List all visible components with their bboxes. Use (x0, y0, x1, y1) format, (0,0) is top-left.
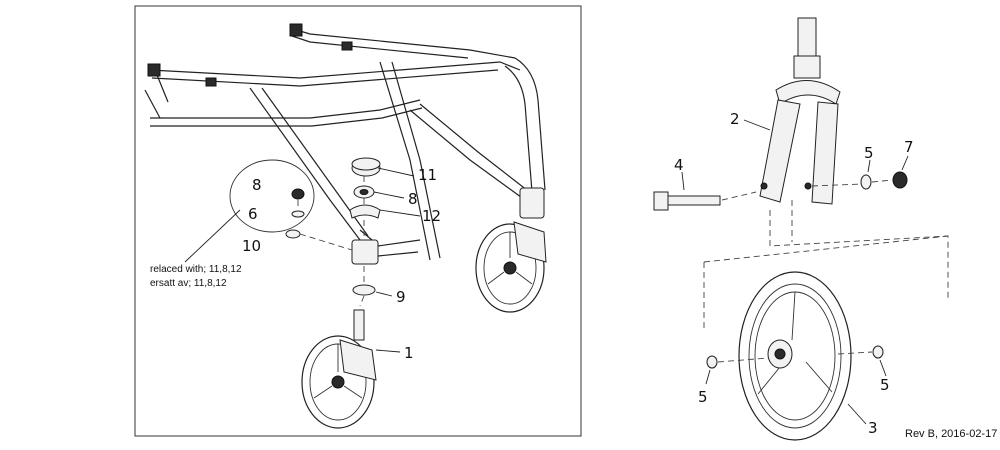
callout-1: 1 (404, 344, 414, 362)
callout-6: 6 (248, 205, 258, 223)
replaced-parts-detail (184, 159, 353, 263)
washer-nut-right (811, 155, 909, 190)
caster-fork (759, 17, 841, 205)
callout-11: 11 (418, 166, 437, 184)
callout-5-right: 5 (880, 376, 890, 394)
main-wheel (705, 271, 887, 441)
front-caster-wheel (301, 335, 377, 429)
axle-bolt (653, 171, 757, 211)
callout-12: 12 (422, 207, 441, 225)
caster-stem (352, 266, 376, 341)
replacement-note-sv: ersatt av; 11,8,12 (150, 278, 227, 289)
callout-9: 9 (396, 288, 406, 306)
callout-8-detail: 8 (252, 176, 262, 194)
callout-4: 4 (674, 156, 684, 174)
replacement-note-en: relaced with; 11,8,12 (150, 264, 242, 275)
callout-10: 10 (242, 237, 261, 255)
walker-frame (144, 23, 546, 265)
callout-2: 2 (730, 110, 740, 128)
callout-5-top: 5 (864, 144, 874, 162)
callout-8: 8 (408, 190, 418, 208)
revision-label: Rev B, 2016-02-17 (905, 428, 997, 440)
exploded-bushing-stack (349, 157, 381, 240)
callout-7: 7 (904, 138, 914, 156)
callout-3: 3 (868, 419, 878, 437)
callout-5-left: 5 (698, 388, 708, 406)
rear-caster-wheel (475, 221, 547, 313)
left-panel-border (134, 5, 582, 437)
